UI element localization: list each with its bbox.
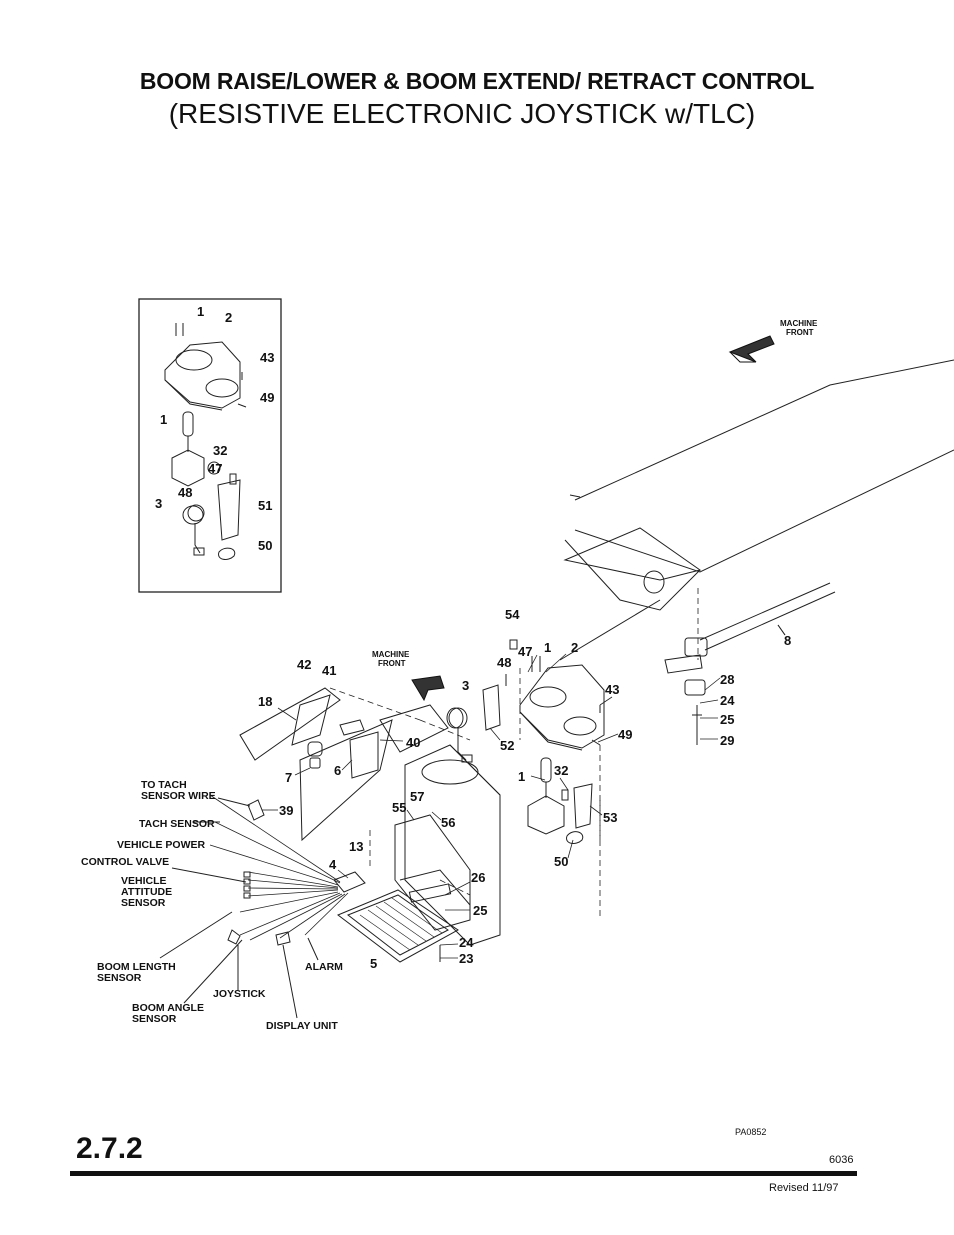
label-to-tach-sensor-wire-1: TO TACH xyxy=(141,779,187,791)
callout-4: 4 xyxy=(329,857,337,872)
callout-40: 40 xyxy=(406,735,420,750)
inset-callout-1: 1 xyxy=(197,304,204,319)
label-vehicle-attitude-3: SENSOR xyxy=(121,897,166,909)
callout-24b: 24 xyxy=(459,935,474,950)
callout-57: 57 xyxy=(410,789,424,804)
callout-50: 50 xyxy=(554,854,568,869)
inset-callout-50: 50 xyxy=(258,538,272,553)
drawing-code: PA0852 xyxy=(735,1127,767,1137)
inset-callout-2: 2 xyxy=(225,310,232,325)
machine-front-arrow-center xyxy=(411,675,445,702)
callout-55: 55 xyxy=(392,800,406,815)
page-code: 6036 xyxy=(829,1154,854,1166)
inset-callout-3: 3 xyxy=(155,496,162,511)
callout-43: 43 xyxy=(605,682,619,697)
callout-8: 8 xyxy=(784,633,791,648)
machine-front-label-1a: MACHINE xyxy=(780,319,818,328)
inset-callout-48: 48 xyxy=(178,485,192,500)
page-title: BOOM RAISE/LOWER & BOOM EXTEND/ RETRACT … xyxy=(139,68,815,94)
section-number: 2.7.2 xyxy=(76,1132,143,1165)
revised-date: Revised 11/97 xyxy=(769,1182,839,1194)
label-tach-sensor: TACH SENSOR xyxy=(139,818,215,830)
label-boom-length-2: SENSOR xyxy=(97,972,142,984)
inset-callout-49: 49 xyxy=(260,390,274,405)
controller xyxy=(333,871,366,893)
callout-23: 23 xyxy=(459,951,473,966)
machine-front-label-2b: FRONT xyxy=(378,659,406,668)
machine-front-label-2a: MACHINE xyxy=(372,650,410,659)
callout-39: 39 xyxy=(279,803,293,818)
label-boom-length-1: BOOM LENGTH xyxy=(97,961,176,973)
callout-48: 48 xyxy=(497,655,511,670)
label-control-valve: CONTROL VALVE xyxy=(81,856,169,868)
callout-56: 56 xyxy=(441,815,455,830)
callout-26: 26 xyxy=(471,870,485,885)
callout-42: 42 xyxy=(297,657,311,672)
callout-1b: 1 xyxy=(518,769,525,784)
callout-49: 49 xyxy=(618,727,632,742)
callout-41: 41 xyxy=(322,663,336,678)
boom-arm xyxy=(574,359,954,501)
label-vehicle-attitude-2: ATTITUDE xyxy=(121,886,172,898)
footer-rule xyxy=(70,1171,857,1176)
callout-13: 13 xyxy=(349,839,363,854)
callout-32: 32 xyxy=(554,763,568,778)
label-alarm: ALARM xyxy=(305,961,343,973)
inset-callout-43: 43 xyxy=(260,350,274,365)
inset-callout-51: 51 xyxy=(258,498,272,513)
inset-callout-32: 32 xyxy=(213,443,227,458)
callout-53: 53 xyxy=(603,810,617,825)
machine-front-arrow-right xyxy=(728,335,775,363)
inset-frame xyxy=(138,298,282,593)
page-subtitle: (RESISTIVE ELECTRONIC JOYSTICK w/TLC) xyxy=(168,98,756,129)
ecu-module xyxy=(337,889,459,963)
callout-25b: 25 xyxy=(473,903,487,918)
callout-47: 47 xyxy=(518,644,532,659)
callout-28: 28 xyxy=(720,672,734,687)
label-boom-angle-2: SENSOR xyxy=(132,1013,177,1025)
callout-6: 6 xyxy=(334,763,341,778)
label-vehicle-power: VEHICLE POWER xyxy=(117,839,206,851)
cover-panel xyxy=(239,687,341,761)
callout-18: 18 xyxy=(258,694,272,709)
label-display-unit: DISPLAY UNIT xyxy=(266,1020,338,1032)
label-to-tach-sensor-wire-2: SENSOR WIRE xyxy=(141,790,216,802)
callout-3: 3 xyxy=(462,678,469,693)
inset-callout-1b: 1 xyxy=(160,412,167,427)
callout-1: 1 xyxy=(544,640,551,655)
callout-7: 7 xyxy=(285,770,292,785)
callout-54: 54 xyxy=(505,607,520,622)
callout-29: 29 xyxy=(720,733,734,748)
inset-callout-47: 47 xyxy=(208,461,222,476)
label-joystick: JOYSTICK xyxy=(213,988,266,1000)
callout-2: 2 xyxy=(571,640,578,655)
callout-25: 25 xyxy=(720,712,734,727)
machine-front-label-1b: FRONT xyxy=(786,328,814,337)
label-vehicle-attitude-1: VEHICLE xyxy=(121,875,167,887)
callout-5: 5 xyxy=(370,956,377,971)
callout-52: 52 xyxy=(500,738,514,753)
callout-24: 24 xyxy=(720,693,735,708)
label-boom-angle-1: BOOM ANGLE xyxy=(132,1002,204,1014)
